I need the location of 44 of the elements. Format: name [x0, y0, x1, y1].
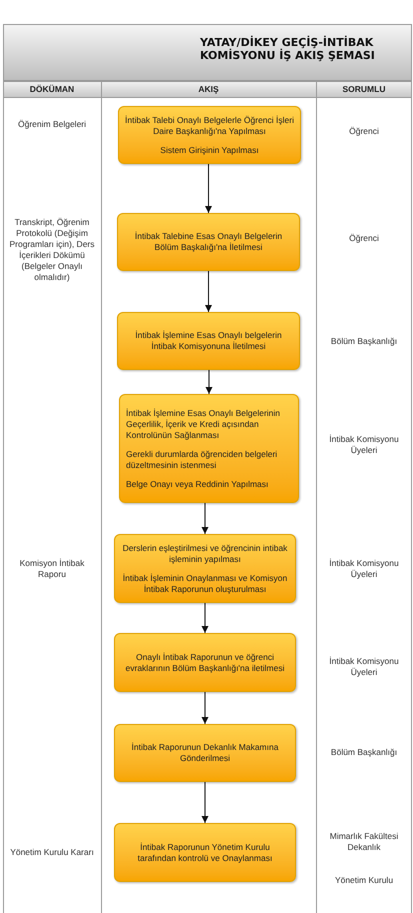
- arrow: [205, 164, 212, 214]
- cell-text: Komisyon İntibak Raporu: [18, 558, 86, 580]
- process-box: [114, 534, 296, 603]
- cell-text: Mimarlık Fakültesi Dekanlık: [328, 831, 400, 853]
- column-header: DÖKÜMAN: [30, 82, 74, 96]
- step-text: Belge Onayı veya Reddinin Yapılması: [126, 478, 268, 490]
- process-box: [117, 312, 300, 370]
- step-text: İntibak Talebi Onaylı Belgelerle Öğrenci İşleri Daire Başkanlığı'na Yapılması: [125, 114, 294, 136]
- process-box: [118, 106, 301, 164]
- process-box: [114, 724, 296, 782]
- column-header: AKIŞ: [198, 82, 219, 96]
- arrow: [202, 692, 208, 724]
- cell-text: Bölüm Başkanlığı: [330, 336, 398, 346]
- cell-text: Bölüm Başkanlığı: [330, 746, 398, 758]
- arrow: [205, 270, 212, 312]
- step-text: İntibak İşlemine Esas Onaylı belgelerin İntibak Komisyonuna İletilmesi: [134, 330, 283, 352]
- cell-text: İntibak Komisyonu Üyeleri: [328, 558, 400, 580]
- cell-text: Yönetim Kurulu Kararı: [9, 846, 95, 858]
- step-text: İntibak Raporunun Yönetim Kurulu tarafından kontrolü ve Onaylanması: [136, 842, 274, 864]
- cell-text: Öğrenim Belgeleri: [16, 118, 88, 130]
- cell-text: Yönetim Kurulu: [334, 874, 394, 886]
- step-text: İntibak İşlemine Esas Onaylı Belgelerinin Geçerlilik, İçerik ve Kredi açısından Kontrolünün Sağlanması: [126, 408, 282, 440]
- title: YATAY/DİKEY GEÇİŞ-İNTİBAK KOMİSYONU İŞ AKIŞ ŞEMASI: [200, 36, 376, 62]
- arrow: [202, 502, 208, 534]
- step-text: Sistem Girişinin Yapılması: [160, 144, 259, 156]
- step-text: Onaylı İntibak Raporunun ve öğrenci evraklarının Bölüm Başkanlığı'na iletilmesi: [124, 652, 286, 674]
- step-text: Gerekli durumlarda öğrenciden belgeleri düzeltmesinin istenmesi: [126, 448, 278, 470]
- column-header: SORUMLU: [342, 82, 386, 96]
- step-text: İntibak Talebine Esas Onaylı Belgelerin Bölüm Başkalığı'na İletilmesi: [134, 231, 284, 253]
- process-box: [114, 823, 296, 882]
- cell-text: Öğrenci: [348, 232, 380, 244]
- arrow: [202, 782, 208, 824]
- process-box: [117, 213, 300, 271]
- arrow: [206, 370, 212, 394]
- cell-text: İntibak Komisyonu Üyeleri: [328, 656, 400, 678]
- cell-text: Transkript, Öğrenim Protokolü (Değişim Programları için), Ders İçerikleri Dökümü (Belgeler Onaylı olmalıdır): [8, 217, 96, 283]
- step-text: İntibak Raporunun Dekanlık Makamına Gönderilmesi: [130, 742, 280, 764]
- arrow: [202, 602, 208, 634]
- cell-text: Öğrenci: [348, 126, 380, 136]
- process-box: [119, 394, 299, 503]
- cell-text: İntibak Komisyonu Üyeleri: [328, 434, 400, 456]
- step-text: Derslerin eşleştirilmesi ve öğrencinin intibak işleminin yapılması: [122, 542, 288, 564]
- process-box: [114, 633, 296, 692]
- step-text: İntibak İşleminin Onaylanması ve Komisyon İntibak Raporunun oluşturulması: [122, 572, 288, 594]
